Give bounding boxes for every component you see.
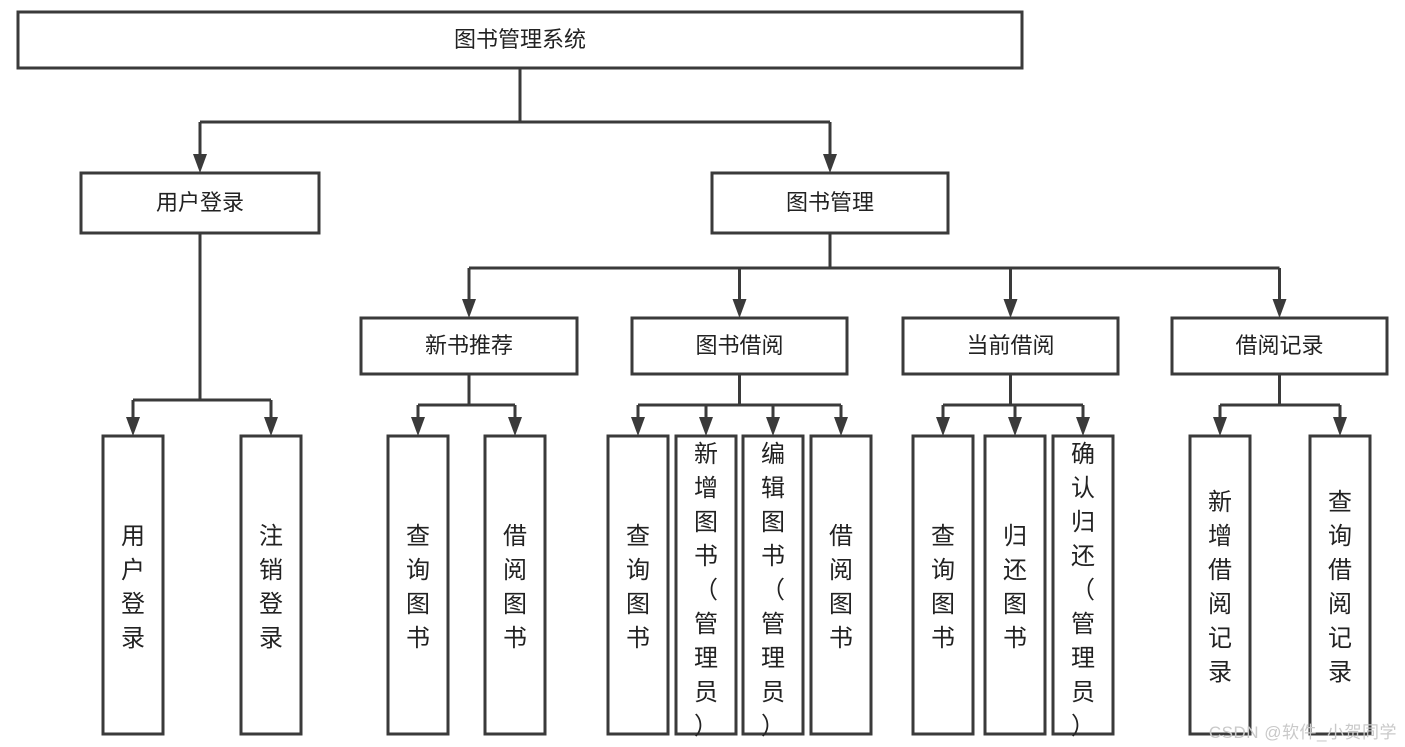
node-label: 借阅图书 [503,523,527,652]
node-label: 查询图书 [406,523,430,652]
node-label: 新增借阅记录 [1208,489,1232,686]
node-leaf-confirm-return[interactable]: 确认归还（管理员） [1051,434,1115,740]
node-leaf-edit-book[interactable]: 编辑图书（管理员） [741,434,805,740]
edge-group-user-login [126,233,278,436]
nodes-layer: 图书管理系统用户登录图书管理新书推荐图书借阅当前借阅借阅记录用户登录注销登录查询… [16,10,1389,740]
node-label: 新增图书（管理员） [694,441,718,740]
node-leaf-return-book[interactable]: 归还图书 [983,434,1047,736]
node-root[interactable]: 图书管理系统 [16,10,1024,70]
node-label: 查询图书 [931,523,955,652]
node-label: 新书推荐 [425,333,513,358]
node-current-borrow[interactable]: 当前借阅 [901,316,1120,376]
node-leaf-query-book-1[interactable]: 查询图书 [386,434,450,736]
node-book-borrow[interactable]: 图书借阅 [630,316,849,376]
node-new-book-rec[interactable]: 新书推荐 [359,316,579,376]
node-label: 借阅记录 [1235,333,1323,358]
node-label: 确认归还（管理员） [1071,441,1095,740]
node-leaf-query-book-2[interactable]: 查询图书 [606,434,670,736]
watermark-label: CSDN @软件_小贺同学 [1208,723,1397,742]
node-label: 借阅图书 [829,523,853,652]
node-label: 注销登录 [259,523,283,652]
node-borrow-record[interactable]: 借阅记录 [1170,316,1389,376]
node-leaf-logout[interactable]: 注销登录 [239,434,303,736]
edge-group-book-borrow [631,374,848,436]
node-label: 查询借阅记录 [1328,489,1352,686]
node-label: 归还图书 [1003,523,1027,652]
node-label: 用户登录 [121,523,145,652]
edges-layer [126,68,1347,436]
edge-group-new-book-rec [411,374,522,436]
node-label: 用户登录 [156,190,244,215]
node-leaf-add-book[interactable]: 新增图书（管理员） [674,434,738,740]
node-leaf-borrow-book-2[interactable]: 借阅图书 [809,434,873,736]
node-label: 查询图书 [626,523,650,652]
node-leaf-query-book-3[interactable]: 查询图书 [911,434,975,736]
node-leaf-user-login[interactable]: 用户登录 [101,434,165,736]
edge-group-current-borrow [936,374,1090,436]
node-leaf-query-record[interactable]: 查询借阅记录 [1308,434,1372,736]
node-user-login[interactable]: 用户登录 [79,171,321,235]
node-leaf-add-record[interactable]: 新增借阅记录 [1188,434,1252,736]
node-label: 图书借阅 [695,333,783,358]
node-label: 编辑图书（管理员） [761,441,785,740]
edge-group-root [193,68,837,173]
edge-group-book-manage [462,233,1287,318]
node-book-manage[interactable]: 图书管理 [710,171,950,235]
node-label: 图书管理系统 [454,27,586,52]
edge-group-borrow-record [1213,374,1347,436]
node-label: 当前借阅 [966,333,1054,358]
node-leaf-borrow-book-1[interactable]: 借阅图书 [483,434,547,736]
node-label: 图书管理 [786,190,874,215]
